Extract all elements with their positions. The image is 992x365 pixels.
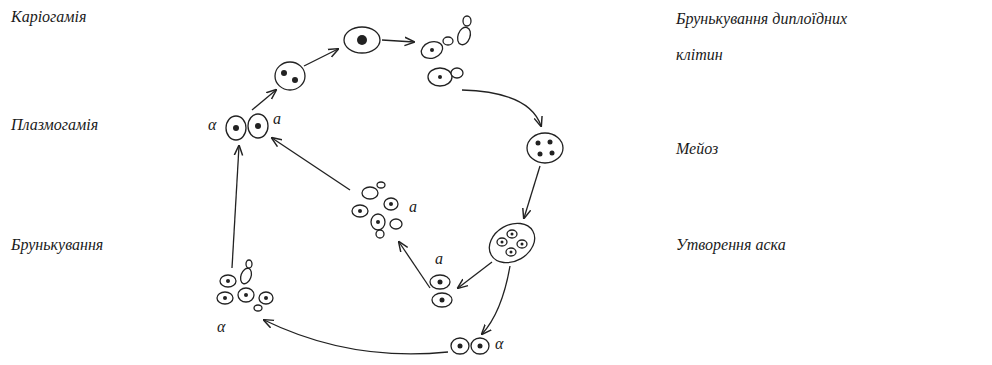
nucleus	[233, 125, 239, 131]
nucleus	[255, 123, 261, 129]
bud	[246, 260, 252, 268]
diploid-cell	[428, 68, 452, 86]
nucleus	[438, 280, 443, 285]
haploid-cell	[248, 114, 268, 138]
ascospore	[497, 238, 507, 246]
bud	[376, 230, 384, 238]
stage-label: Брунькування	[10, 236, 104, 254]
cycle-arrow	[252, 90, 276, 110]
haploid-cell	[239, 267, 254, 285]
mating-type-label: a	[272, 110, 282, 128]
nucleus	[226, 279, 230, 283]
nucleus	[358, 209, 362, 213]
bud	[451, 68, 463, 78]
ascus	[482, 215, 542, 270]
haploid-cell	[217, 292, 233, 304]
nuclei	[223, 35, 555, 349]
ascospore	[506, 248, 516, 256]
haploid-cell	[471, 338, 489, 354]
ascospore	[507, 230, 517, 238]
haploid-cell	[430, 275, 450, 289]
cells	[217, 16, 563, 354]
nucleus	[292, 77, 298, 83]
nucleus	[478, 344, 483, 349]
bud	[254, 305, 262, 311]
cycle-arrows	[232, 40, 541, 354]
ascospore	[517, 240, 527, 248]
nucleus	[521, 243, 524, 246]
mating-type-label: a	[434, 250, 444, 268]
haploid-cell	[390, 219, 402, 229]
nucleus	[264, 296, 268, 300]
nucleus	[281, 70, 287, 76]
nucleus	[511, 233, 514, 236]
nucleus	[538, 152, 543, 157]
nucleus	[430, 48, 434, 52]
stage-label: Мейоз	[675, 140, 719, 158]
cycle-arrow	[462, 90, 541, 126]
nucleus	[244, 293, 248, 297]
cycle-arrow	[232, 146, 239, 268]
haploid-cell	[371, 214, 385, 230]
mating-type-label: a	[408, 198, 418, 216]
cycle-arrow	[304, 49, 338, 66]
stage-label: Каріогамія	[10, 8, 87, 26]
nucleus	[458, 344, 463, 349]
haploid-cell	[220, 275, 236, 287]
mating-type-label: α	[216, 318, 226, 336]
cycle-arrow	[482, 266, 510, 334]
haploid-cell	[259, 292, 273, 304]
haploid-cell	[226, 116, 246, 140]
nucleus	[357, 35, 367, 45]
nucleus	[376, 220, 380, 224]
stage-label: Плазмогамія	[10, 116, 99, 134]
cycle-arrow	[264, 320, 448, 354]
haploid-cell	[451, 338, 469, 354]
haploid-cell	[384, 198, 398, 210]
diploid-cell	[455, 25, 472, 46]
diploid-cell	[344, 27, 380, 53]
cycle-arrow	[458, 262, 492, 288]
nucleus	[223, 296, 227, 300]
bud	[377, 182, 385, 188]
cycle-arrow	[524, 166, 540, 218]
nucleus	[548, 140, 553, 145]
nucleus	[550, 151, 555, 156]
bud	[443, 37, 453, 45]
cycle-arrow	[382, 40, 414, 42]
cycle-arrow	[399, 242, 430, 288]
haploid-cell	[352, 205, 368, 217]
haploid-cell	[362, 187, 378, 199]
nucleus	[510, 251, 513, 254]
mating-type-label: α	[494, 335, 504, 353]
dikaryotic-cell	[275, 62, 305, 90]
mating-type-label: α	[207, 116, 217, 134]
haploid-cell	[432, 293, 452, 307]
nucleus	[389, 202, 393, 206]
stage-label: Брунькування диплоїдних клітин	[675, 1, 877, 73]
nucleus	[438, 75, 442, 79]
nucleus	[440, 298, 445, 303]
stage-label: Утворення аска	[675, 236, 787, 254]
nucleus	[536, 141, 541, 146]
haploid-cell	[238, 288, 254, 302]
meiotic-cell	[527, 133, 563, 163]
diploid-cell	[419, 39, 445, 62]
cycle-arrow	[272, 138, 350, 190]
nucleus	[501, 241, 504, 244]
bud	[463, 16, 471, 26]
